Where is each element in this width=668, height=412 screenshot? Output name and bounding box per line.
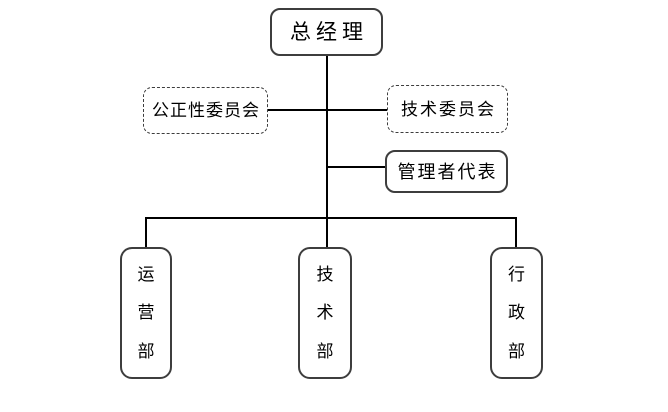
node-operations-department-label: 运营部 [137, 264, 155, 362]
node-general-manager: 总经理 [270, 8, 383, 56]
node-technical-committee: 技术委员会 [387, 85, 508, 133]
node-operations-department: 运营部 [120, 247, 172, 379]
node-impartiality-committee: 公正性委员会 [143, 87, 268, 134]
connector-drop-administrative [515, 217, 517, 247]
node-impartiality-committee-label: 公正性委员会 [152, 101, 260, 120]
connector-departments-bar [145, 217, 516, 219]
node-technical-department: 技术部 [298, 247, 352, 379]
node-management-representative: 管理者代表 [385, 150, 508, 193]
connector-management-rep [326, 166, 385, 168]
node-management-representative-label: 管理者代表 [397, 161, 498, 182]
connector-main-vertical [326, 56, 328, 247]
node-general-manager-label: 总经理 [290, 19, 368, 44]
node-technical-department-label: 技术部 [316, 264, 334, 362]
node-technical-committee-label: 技术委员会 [401, 99, 496, 119]
node-administrative-department: 行政部 [490, 247, 543, 379]
connector-drop-operations [145, 217, 147, 247]
connector-committees [268, 109, 387, 111]
node-administrative-department-label: 行政部 [508, 264, 525, 362]
